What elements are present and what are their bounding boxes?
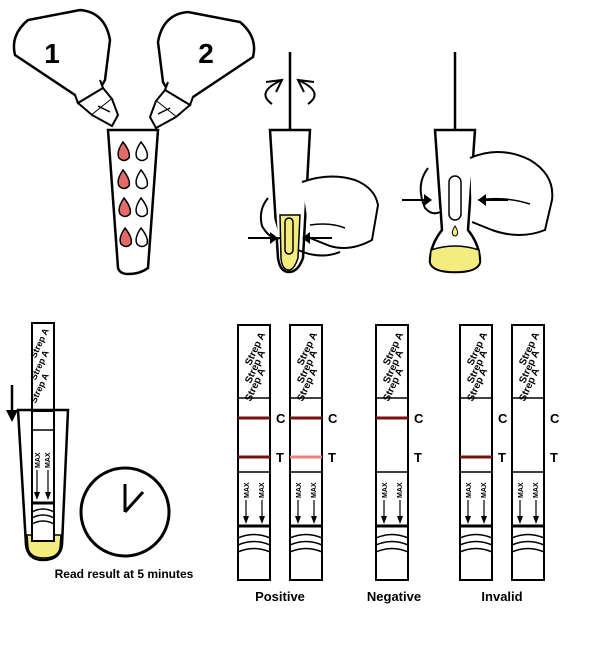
max-label: MAX [481, 482, 488, 498]
bottle-2-label: 2 [198, 38, 214, 69]
control-line-label: C [328, 411, 338, 426]
reagent-bottle-2: 2 [148, 10, 256, 130]
max-label: MAX [382, 482, 389, 498]
dip-max-label: MAX [35, 452, 42, 468]
timer-caption: Read result at 5 minutes [55, 567, 194, 581]
test-line-label: T [550, 450, 558, 465]
control-line-label: C [550, 411, 560, 426]
result-strip-invalid-test-only: Strep A Strep A Strep A MAX MAX [459, 324, 493, 581]
max-label: MAX [259, 482, 266, 498]
result-strip-positive-strong: Strep A Strep A Strep A MAX MAX [237, 324, 271, 581]
dip-strip-step: Strep A Strep A Strep A MAX MAX [6, 322, 70, 562]
swab-squeeze-step [402, 52, 554, 274]
result-label-positive: Positive [255, 589, 305, 604]
test-line-label: T [498, 450, 506, 465]
max-label: MAX [311, 482, 318, 498]
bottle-1-label: 1 [44, 38, 60, 69]
max-label: MAX [518, 482, 525, 498]
result-strip-invalid-no-lines: Strep A Strep A Strep A MAX MAX [511, 324, 545, 581]
result-strip-positive-faint: Strep A Strep A Strep A MAX MAX [289, 324, 323, 581]
max-label: MAX [244, 482, 251, 498]
result-label-invalid: Invalid [481, 589, 522, 604]
extraction-tube-with-drops [106, 128, 160, 276]
dip-max-label: MAX [45, 452, 52, 468]
clock-icon [79, 466, 171, 558]
reagent-bottle-1: 1 [12, 8, 120, 128]
test-line-label: T [414, 450, 422, 465]
control-line-label: C [276, 411, 286, 426]
test-line-label: T [276, 450, 284, 465]
control-line-label: C [498, 411, 508, 426]
max-label: MAX [466, 482, 473, 498]
max-label: MAX [397, 482, 404, 498]
max-label: MAX [296, 482, 303, 498]
swab-rotation-step [248, 52, 380, 274]
max-label: MAX [533, 482, 540, 498]
control-line-label: C [414, 411, 424, 426]
result-label-negative: Negative [367, 589, 421, 604]
result-strip-negative: Strep A Strep A Strep A MAX MAX [375, 324, 409, 581]
test-line-label: T [328, 450, 336, 465]
